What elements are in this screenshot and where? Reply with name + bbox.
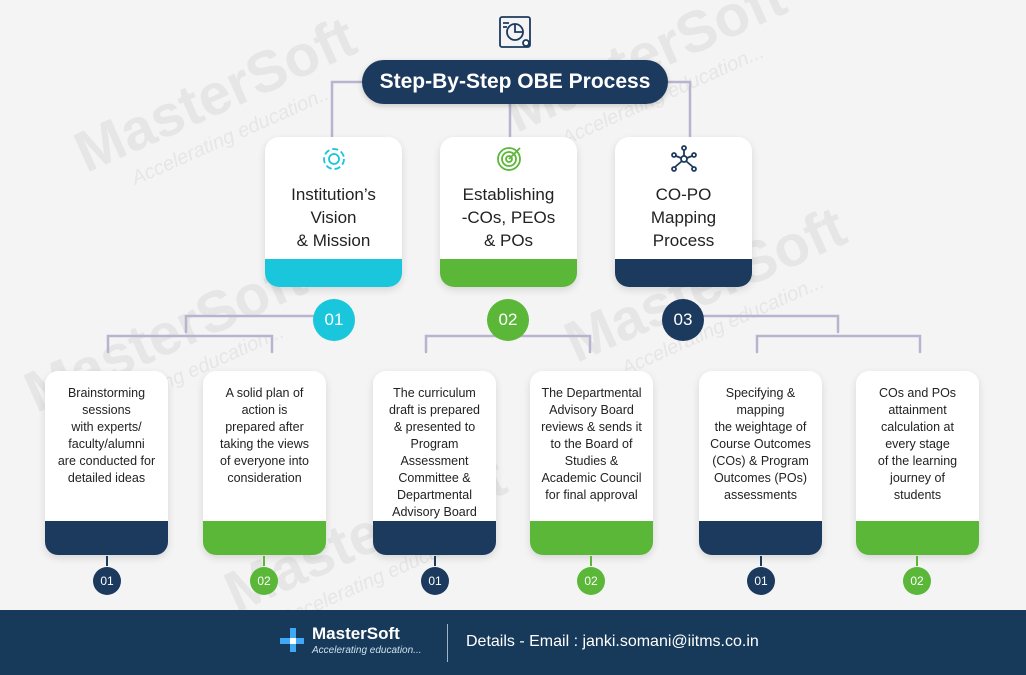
footer-divider bbox=[447, 624, 448, 662]
substep-card: The Departmental Advisory Board reviews … bbox=[530, 371, 653, 555]
step-label: Institution’s Vision & Mission bbox=[291, 185, 376, 250]
mastersoft-logo-icon bbox=[280, 628, 304, 652]
step-color-bar bbox=[440, 259, 577, 287]
page-title: Step-By-Step OBE Process bbox=[362, 60, 668, 104]
substep-pins bbox=[106, 556, 918, 566]
footer-brand: MasterSoft bbox=[312, 624, 400, 643]
substep-text: COs and POs attainment calculation at ev… bbox=[877, 386, 958, 502]
connector-line bbox=[666, 80, 692, 142]
step-card-2: Establishing -COs, PEOs & POs bbox=[440, 137, 577, 287]
footer-tagline: Accelerating education... bbox=[312, 645, 422, 656]
connector-line bbox=[106, 334, 274, 354]
step-number-badge: 03 bbox=[662, 299, 704, 341]
gear-cycle-icon bbox=[322, 148, 345, 170]
connector-line bbox=[755, 334, 922, 354]
substep-card: The curriculum draft is prepared & prese… bbox=[373, 371, 496, 555]
substep-number-badge: 02 bbox=[577, 567, 605, 595]
step-label: CO-PO Mapping Process bbox=[650, 185, 717, 250]
substep-text: Brainstorming sessions with experts/ fac… bbox=[57, 386, 156, 485]
substep-color-bar bbox=[373, 521, 496, 555]
analytics-icon bbox=[499, 16, 531, 48]
network-icon bbox=[670, 145, 697, 172]
substep-color-bar bbox=[699, 521, 822, 555]
substep-number-badge: 02 bbox=[250, 567, 278, 595]
step-card-1: Institution’s Vision & Mission bbox=[265, 137, 402, 287]
step-color-bar bbox=[615, 259, 752, 287]
substep-number-badge: 01 bbox=[93, 567, 121, 595]
substep-color-bar bbox=[856, 521, 979, 555]
substep-text: The curriculum draft is prepared & prese… bbox=[388, 386, 481, 519]
connector-line bbox=[330, 80, 364, 142]
substep-color-bar bbox=[45, 521, 168, 555]
substep-card: COs and POs attainment calculation at ev… bbox=[856, 371, 979, 555]
step-color-bar bbox=[265, 259, 402, 287]
step-number-badge: 01 bbox=[313, 299, 355, 341]
substep-card: A solid plan of action is prepared after… bbox=[203, 371, 326, 555]
substep-text: A solid plan of action is prepared after… bbox=[220, 386, 309, 485]
footer-contact: Details - Email : janki.somani@iitms.co.… bbox=[466, 633, 759, 650]
step-card-3: CO-PO Mapping Process bbox=[615, 137, 752, 287]
target-icon bbox=[496, 147, 521, 171]
substep-number-badge: 01 bbox=[421, 567, 449, 595]
connector-line bbox=[184, 298, 336, 334]
substep-text: The Departmental Advisory Board reviews … bbox=[541, 386, 642, 502]
substep-card: Specifying & mapping the weightage of Co… bbox=[699, 371, 822, 555]
substep-card: Brainstorming sessions with experts/ fac… bbox=[45, 371, 168, 555]
step-label: Establishing -COs, PEOs & POs bbox=[461, 185, 556, 250]
substep-number-badge: 02 bbox=[903, 567, 931, 595]
substep-number-badge: 01 bbox=[747, 567, 775, 595]
step-number-badge: 02 bbox=[487, 299, 529, 341]
substep-color-bar bbox=[203, 521, 326, 555]
footer-bar: MasterSoft Accelerating education... Det… bbox=[0, 610, 1026, 675]
substep-color-bar bbox=[530, 521, 653, 555]
substep-text: Specifying & mapping the weightage of Co… bbox=[710, 386, 811, 502]
connector-line bbox=[682, 298, 840, 334]
